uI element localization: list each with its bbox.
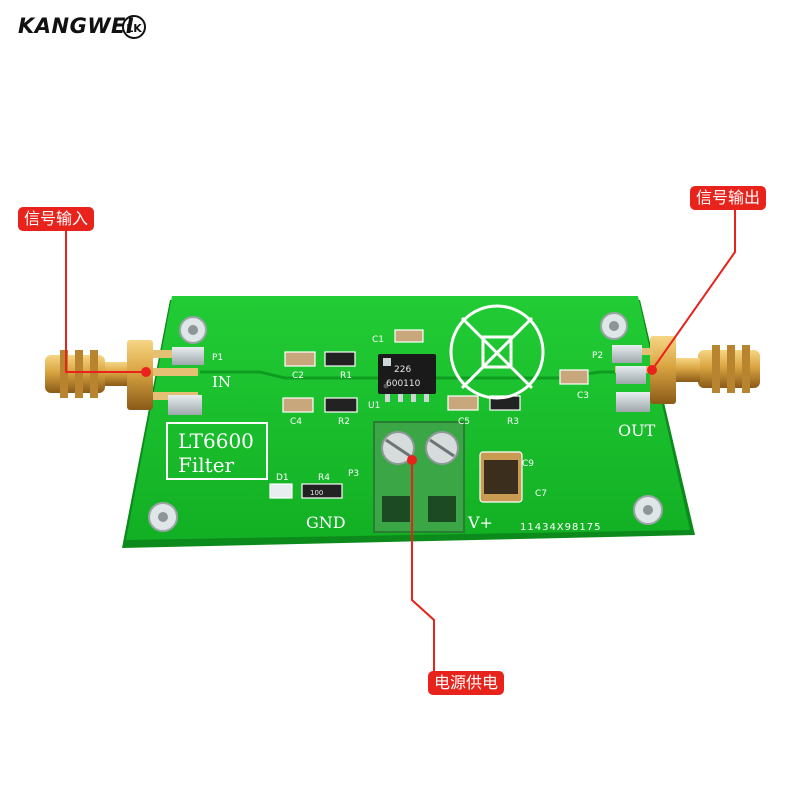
designator-p3: P3 <box>348 469 359 479</box>
chip-marking-line2: 600110 <box>386 379 421 389</box>
screw-terminal <box>373 421 465 533</box>
designator-p1: P1 <box>212 353 223 363</box>
designator-r3: R3 <box>507 417 519 427</box>
brand-logo: KANGWEI <box>18 14 134 38</box>
designator-c9: C9 <box>522 459 534 469</box>
weee-bin-icon <box>449 304 545 400</box>
designator-c1: C1 <box>372 335 384 345</box>
capacitor <box>479 451 523 503</box>
mounting-holes <box>148 312 663 532</box>
sma-output-connector <box>615 336 760 404</box>
designator-r2: R2 <box>338 417 350 427</box>
smd-components <box>269 329 589 499</box>
callout-power-supply: 电源供电 <box>428 671 505 695</box>
designator-d1: D1 <box>276 473 289 483</box>
designator-c5: C5 <box>458 417 470 427</box>
designator-u1: U1 <box>368 401 380 411</box>
callout-dots <box>141 365 657 465</box>
pad <box>616 366 646 384</box>
in-label: IN <box>212 373 231 391</box>
brand-name: KANGWEI <box>18 14 135 38</box>
designator-c3: C3 <box>577 391 589 401</box>
brand-mark-icon: LK <box>122 15 146 39</box>
gnd-label: GND <box>306 513 346 532</box>
sma-input-connector <box>45 340 198 410</box>
designator-r1: R1 <box>340 371 352 381</box>
designator-c4: C4 <box>290 417 302 427</box>
pad <box>168 395 202 415</box>
designator-c2: C2 <box>292 371 304 381</box>
pad <box>616 392 650 412</box>
pad <box>172 347 204 365</box>
chip-marking-line1: 226 <box>394 365 411 375</box>
designator-p2: P2 <box>592 351 603 361</box>
module-label-line2: Filter <box>178 453 235 477</box>
module-label-line1: LT6600 <box>178 429 254 453</box>
designator-r4: R4 <box>318 473 330 483</box>
designator-c7: C7 <box>535 489 547 499</box>
callout-signal-output: 信号输出 <box>690 186 767 210</box>
ic-chip <box>378 354 436 402</box>
vplus-label: V+ <box>467 513 493 532</box>
out-label: OUT <box>618 421 656 440</box>
callout-lines <box>65 205 736 672</box>
module-label-box <box>166 422 268 480</box>
callout-signal-input: 信号输入 <box>18 207 95 231</box>
resistor-code: 100 <box>310 489 323 497</box>
pad <box>612 345 642 363</box>
serial-number: 11434X98175 <box>520 522 601 533</box>
